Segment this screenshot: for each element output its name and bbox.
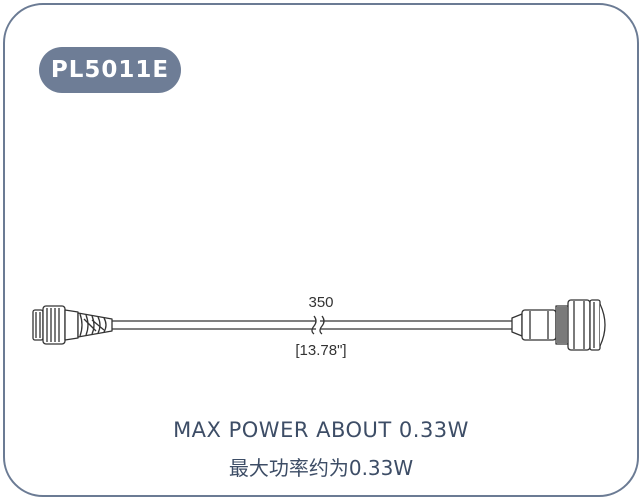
break-mark-icon [311, 315, 325, 335]
length-mm-label: 350 [308, 294, 334, 311]
left-connector-icon [32, 305, 113, 345]
power-caption-english: MAX POWER ABOUT 0.33W [173, 418, 469, 442]
card-frame [3, 3, 639, 497]
length-inch-label: [13.78"] [295, 342, 347, 359]
power-caption-chinese: 最大功率约为0.33W [228, 456, 414, 480]
model-badge: PL5011E [39, 47, 181, 93]
right-connector-icon [511, 299, 606, 351]
